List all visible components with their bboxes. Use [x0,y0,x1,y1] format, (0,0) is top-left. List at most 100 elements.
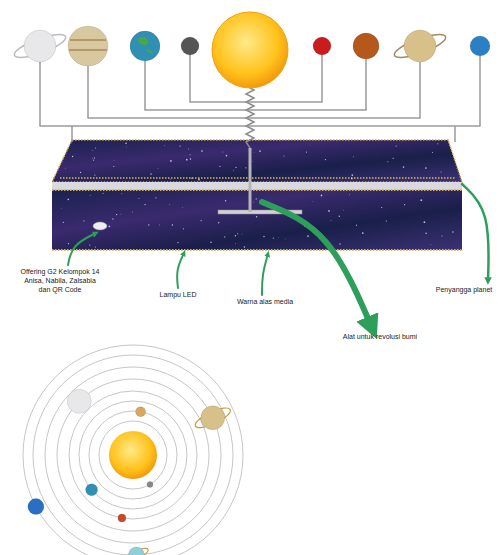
star-dot [244,246,245,247]
platform-rim [52,182,462,190]
planet [129,547,145,555]
star-dot [259,150,261,152]
platform-front [52,190,462,250]
star-dot [452,231,454,233]
star-dot [186,159,188,161]
callout-label: Offering G2 Kelompok 14 Anisa, Nabila, Z… [20,268,100,294]
leader-arrow [68,233,96,265]
planet [313,37,331,55]
bead-border [52,189,462,191]
star-dot [425,233,427,235]
sun [109,431,157,479]
star-dot [312,200,314,202]
star-dot [328,210,330,212]
star-dot [201,220,202,221]
callout-label: Alat untuk revolusi bumi [343,333,417,342]
planet [181,37,199,55]
planet [201,406,225,430]
star-dot [157,168,159,170]
callout-label: Warna alas media [237,298,293,307]
star-dot [283,155,284,156]
orbit-ring [23,345,243,555]
star-dot [168,204,170,206]
star-dot [325,159,326,160]
orbit-ring [33,355,233,555]
star-dot [441,235,442,236]
star-dot [164,145,166,147]
star-dot [252,161,254,163]
star-dot [225,200,226,201]
star-dot [386,220,387,221]
star-dot [120,213,122,215]
star-dot [94,157,95,158]
star-dot [95,147,96,148]
star-dot [83,220,84,221]
star-dot [126,146,128,148]
callout-label: Penyangga planet [436,286,492,295]
star-dot [321,195,323,197]
orbit-ring [57,379,209,531]
star-dot [261,177,263,179]
star-dot [138,197,140,199]
star-dot [132,211,134,213]
planet [86,484,98,496]
star-dot [93,236,94,237]
star-dot [353,156,355,158]
star-dot [356,225,357,226]
star-dot [91,157,93,159]
star-dot [190,158,192,160]
star-dot [92,149,94,151]
star-dot [125,143,127,145]
star-dot [441,171,442,172]
star-dot [219,166,220,167]
star-dot [233,170,235,172]
star-dot [144,204,145,205]
star-dot [404,204,405,205]
planet [68,26,108,66]
star-dot [68,243,69,244]
star-dot [190,154,191,155]
star-dot [437,143,438,144]
star-dot [72,156,73,157]
planet [67,389,91,413]
star-dot [198,179,200,181]
star-dot [393,158,394,159]
star-dot [381,207,382,208]
sun [212,12,288,88]
star-dot [253,201,255,203]
leader-arrow [262,202,372,328]
callout-label: Lampu LED [160,291,197,300]
star-dot [430,244,432,246]
planet-ring [12,30,68,62]
planet [404,30,436,62]
star-dot [224,236,225,237]
star-dot [342,209,344,211]
support-leg [71,126,73,142]
star-dot [306,152,307,153]
star-dot [278,237,280,239]
orbit-ring [79,401,187,509]
star-dot [182,207,184,209]
star-dot [93,160,94,161]
earth-land [138,37,152,54]
star-dot [198,179,200,181]
star-dot [113,160,115,162]
star-dot [351,174,353,176]
orbit-ring [69,391,197,519]
planet [147,481,153,487]
star-dot [362,232,364,234]
star-dot [235,235,236,236]
star-dot [94,175,95,176]
orbit-ring [99,421,167,489]
leader-arrow [262,254,268,295]
star-dot [158,224,160,226]
star-dot [273,237,274,238]
orbit-ring [89,411,177,499]
planet [130,31,160,61]
star-dot [284,238,286,240]
planet [28,499,44,515]
star-dot [63,222,64,223]
orbit-ring [45,367,221,543]
support-leg [454,126,456,142]
jupiter-bands [69,40,107,50]
